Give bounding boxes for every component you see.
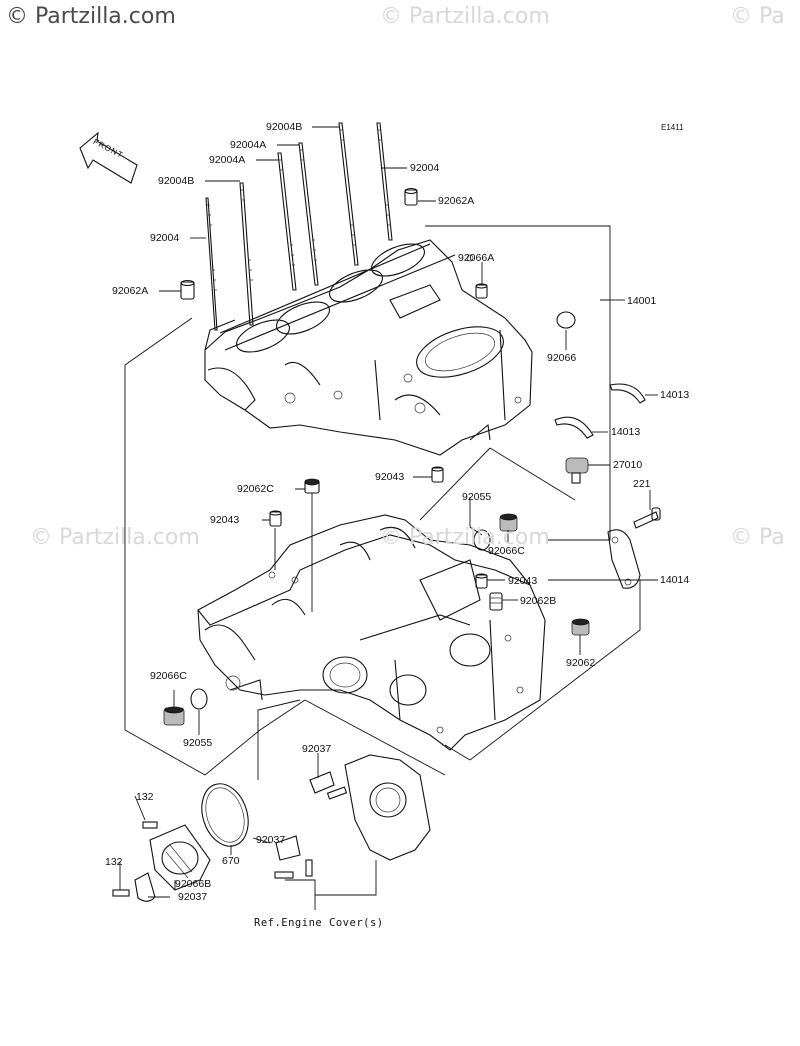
callout-14014[interactable]: 14014 [660, 574, 690, 586]
callout-92062C[interactable]: 92062C [237, 483, 274, 495]
callout-92043-left[interactable]: 92043 [210, 514, 240, 526]
small-parts-lower [163, 466, 590, 726]
callout-92062A-left[interactable]: 92062A [112, 285, 149, 297]
callout-92055-top[interactable]: 92055 [462, 491, 492, 503]
cylinder-studs [205, 122, 393, 331]
upper-crankcase [204, 239, 533, 456]
callout-27010[interactable]: 27010 [613, 459, 643, 471]
callout-92004-left[interactable]: 92004 [150, 232, 180, 244]
callout-92037-mid[interactable]: 92037 [256, 834, 286, 846]
watermark-faint-mid: © Partzilla.com [380, 525, 550, 550]
callout-670[interactable]: 670 [222, 855, 240, 867]
callout-92066C-left[interactable]: 92066C [150, 670, 187, 682]
watermark-faint-mid-left: © Partzilla.com [30, 525, 200, 550]
engine-cover-parts [112, 754, 431, 902]
callout-92043-top[interactable]: 92043 [375, 471, 405, 483]
callout-92004A-2[interactable]: 92004A [209, 154, 246, 166]
callout-132-top[interactable]: 132 [136, 791, 154, 803]
callout-92055-left[interactable]: 92055 [183, 737, 213, 749]
callout-92037-top[interactable]: 92037 [302, 743, 332, 755]
callout-132-bottom[interactable]: 132 [105, 856, 123, 868]
callout-92062[interactable]: 92062 [566, 657, 596, 669]
watermark-faint-top-right: © Pa [730, 4, 785, 29]
callout-14001[interactable]: 14001 [627, 295, 657, 307]
callout-92043-mid[interactable]: 92043 [508, 575, 538, 587]
callout-92066B[interactable]: 92066B [175, 878, 212, 890]
callout-92004A-1[interactable]: 92004A [230, 139, 267, 151]
callout-221[interactable]: 221 [633, 478, 651, 490]
callout-92004-right[interactable]: 92004 [410, 162, 440, 174]
diagram-code: E1411 [661, 123, 684, 132]
watermark-faint-top: © Partzilla.com [380, 4, 550, 29]
reference-note: Ref.Engine Cover(s) [254, 917, 384, 929]
callout-92066A[interactable]: 92066A [458, 252, 495, 264]
watermark-faint-mid-right: © Pa [730, 525, 785, 550]
front-arrow-icon [79, 131, 138, 184]
callout-92062B[interactable]: 92062B [520, 595, 557, 607]
callout-92004B-left[interactable]: 92004B [158, 175, 195, 187]
callout-14013-a[interactable]: 14013 [660, 389, 690, 401]
leader-lines [119, 126, 658, 910]
callout-92066[interactable]: 92066 [547, 352, 577, 364]
callout-92004B-top[interactable]: 92004B [266, 121, 303, 133]
lower-crankcase [197, 514, 546, 751]
callout-92037-bottom[interactable]: 92037 [178, 891, 208, 903]
callout-92062A-right[interactable]: 92062A [438, 195, 475, 207]
callout-92066C-right[interactable]: 92066C [488, 545, 525, 557]
right-side-parts [554, 383, 661, 589]
dowel-pins-upper [180, 187, 576, 329]
callout-14013-b[interactable]: 14013 [611, 426, 641, 438]
watermark-logo: © Partzilla.com [6, 4, 176, 29]
